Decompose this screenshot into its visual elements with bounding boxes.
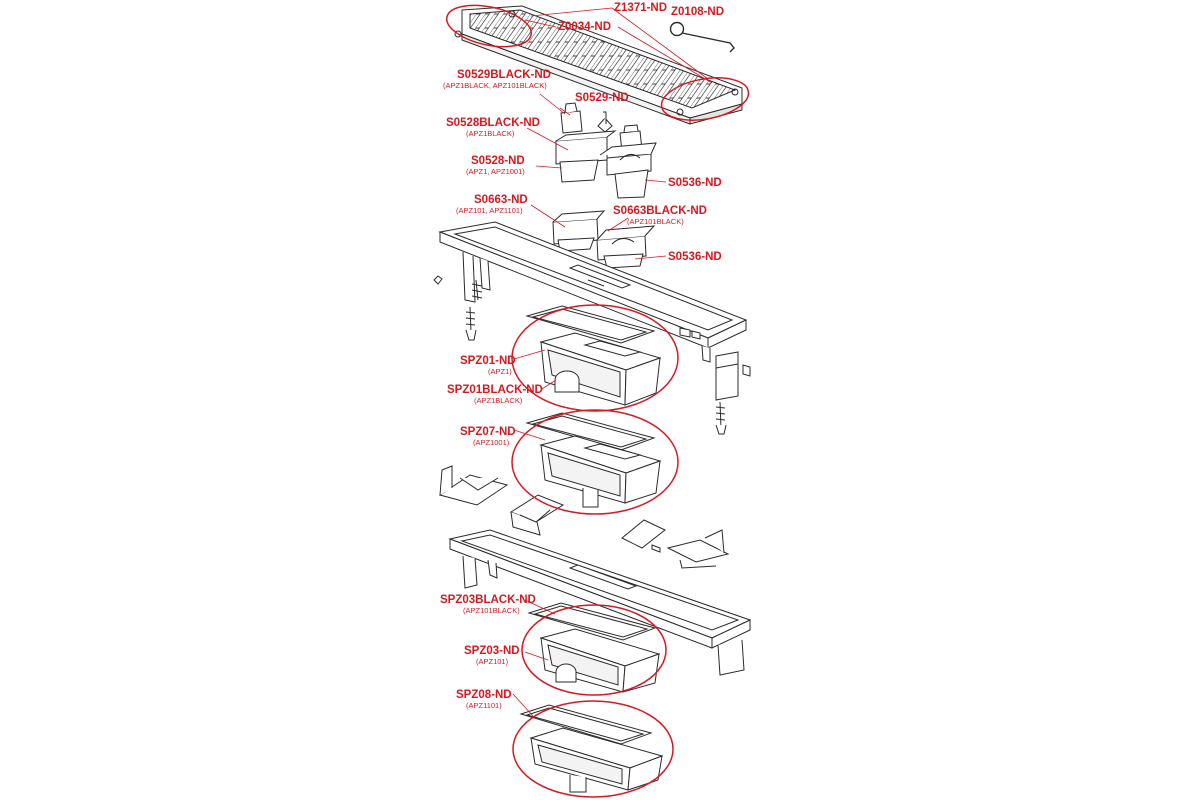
label-z0034: Z0034-ND: [558, 21, 612, 33]
siphon-spz01: [525, 305, 662, 406]
label-s0529black-sub: (APZ1BLACK, APZ101BLACK): [443, 81, 547, 90]
siphon-spz08: [519, 704, 664, 793]
label-spz07-sub: (APZ1001): [473, 438, 510, 447]
leader-lines: [512, 7, 713, 717]
label-s0663black-sub: (APZ101BLACK): [627, 217, 684, 226]
label-spz03black: SPZ03BLACK-ND: [440, 594, 536, 606]
label-spz03: SPZ03-ND: [464, 645, 520, 657]
highlight-ellipses: [446, 4, 750, 798]
mounting-feet: [438, 465, 730, 569]
label-z1371: Z1371-ND: [614, 2, 668, 14]
label-s0663: S0663-ND: [474, 194, 528, 206]
siphon-spz07: [525, 412, 662, 508]
label-s0529: S0529-ND: [575, 92, 629, 104]
siphon-spz03: [527, 602, 661, 693]
label-s0528-sub: (APZ1, APZ1001): [466, 167, 525, 176]
drain-channel-upper: [438, 221, 748, 363]
label-s0663-sub: (APZ101, APZ1101): [456, 206, 523, 215]
label-spz03-sub: (APZ101): [476, 657, 509, 666]
label-s0528: S0528-ND: [471, 155, 525, 167]
label-s0528black-sub: (APZ1BLACK): [466, 129, 515, 138]
label-s0536-a: S0536-ND: [668, 177, 722, 189]
drain-channel-lower: [448, 529, 752, 676]
label-spz01black: SPZ01BLACK-ND: [447, 384, 543, 396]
label-spz08-sub: (APZ1101): [466, 701, 502, 710]
label-spz08: SPZ08-ND: [456, 689, 512, 701]
label-z0108: Z0108-ND: [671, 6, 725, 18]
siphon-inserts-upper: [555, 102, 657, 199]
label-spz01black-sub: (APZ1BLACK): [474, 396, 523, 405]
label-s0536-b: S0536-ND: [668, 251, 722, 263]
hook-tool: [669, 21, 735, 53]
siphon-inserts-lower: [552, 210, 656, 269]
mounting-hardware-upper: [433, 275, 751, 435]
label-s0528black: S0528BLACK-ND: [446, 117, 540, 129]
label-spz01: SPZ01-ND: [460, 355, 516, 367]
label-spz03black-sub: (APZ101BLACK): [463, 606, 520, 615]
label-spz07: SPZ07-ND: [460, 426, 516, 438]
label-spz01-sub: (APZ1): [488, 367, 512, 376]
label-s0663black: S0663BLACK-ND: [613, 205, 707, 217]
label-s0529black: S0529BLACK-ND: [457, 69, 551, 81]
